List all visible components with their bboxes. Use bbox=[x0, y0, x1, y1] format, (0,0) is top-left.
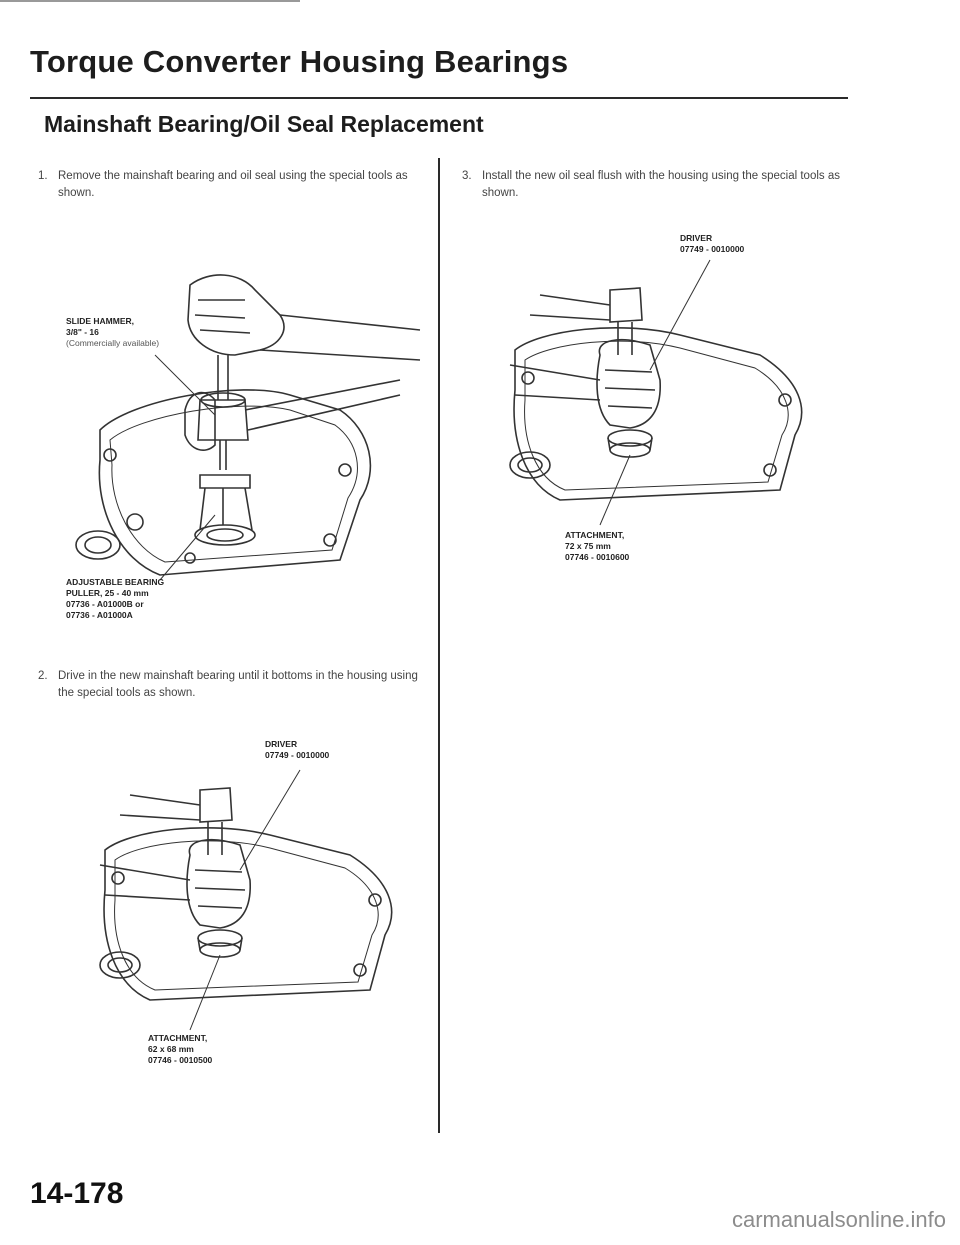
figure-seal-install bbox=[509, 259, 803, 526]
callout-name: ATTACHMENT, bbox=[148, 1033, 208, 1043]
driver-callout: DRIVER 07749 - 0010000 bbox=[265, 739, 329, 761]
slide-hammer-callout: SLIDE HAMMER, 3/8" - 16 (Commercially av… bbox=[66, 316, 159, 349]
step-2: 2. Drive in the new mainshaft bearing un… bbox=[38, 668, 418, 702]
step-text: Drive in the new mainshaft bearing until… bbox=[58, 670, 418, 699]
driver-callout: DRIVER 07749 - 0010000 bbox=[680, 233, 744, 255]
step-text: Install the new oil seal flush with the … bbox=[482, 170, 840, 199]
attachment-callout: ATTACHMENT, 72 x 75 mm 07746 - 0010600 bbox=[565, 530, 629, 563]
title-rule bbox=[30, 97, 848, 99]
step-1: 1. Remove the mainshaft bearing and oil … bbox=[38, 168, 408, 202]
callout-spec: 62 x 68 mm bbox=[148, 1044, 194, 1054]
page-number: 14-178 bbox=[30, 1177, 124, 1210]
figure-bearing-removal bbox=[75, 274, 421, 581]
callout-note: (Commercially available) bbox=[66, 338, 160, 348]
scan-edge-mark bbox=[0, 0, 300, 2]
step-number: 3. bbox=[462, 170, 472, 182]
callout-spec: PULLER, 25 - 40 mm bbox=[66, 588, 149, 598]
callout-name: ADJUSTABLE BEARING bbox=[66, 577, 165, 587]
bearing-puller-callout: ADJUSTABLE BEARING PULLER, 25 - 40 mm 07… bbox=[66, 577, 164, 621]
column-divider bbox=[438, 158, 440, 1133]
callout-name: DRIVER bbox=[680, 233, 713, 243]
watermark: carmanualsonline.info bbox=[731, 1207, 946, 1232]
callout-part-number: 07746 - 0010500 bbox=[148, 1055, 213, 1065]
callout-part-number: 07736 - A01000B or bbox=[66, 599, 144, 609]
callout-name: DRIVER bbox=[265, 739, 298, 749]
step-number: 2. bbox=[38, 670, 48, 682]
callout-name: ATTACHMENT, bbox=[565, 530, 625, 540]
step-text: Remove the mainshaft bearing and oil sea… bbox=[58, 170, 408, 199]
callout-part-number: 07736 - A01000A bbox=[66, 610, 133, 620]
callout-spec: 3/8" - 16 bbox=[66, 327, 99, 337]
callout-part-number: 07746 - 0010600 bbox=[565, 552, 630, 562]
callout-name: SLIDE HAMMER, bbox=[66, 316, 134, 326]
step-3: 3. Install the new oil seal flush with t… bbox=[462, 168, 842, 202]
callout-part-number: 07749 - 0010000 bbox=[265, 750, 330, 760]
step-number: 1. bbox=[38, 170, 48, 182]
callout-part-number: 07749 - 0010000 bbox=[680, 244, 745, 254]
figure-bearing-install bbox=[99, 769, 393, 1031]
attachment-callout: ATTACHMENT, 62 x 68 mm 07746 - 0010500 bbox=[148, 1033, 212, 1066]
callout-spec: 72 x 75 mm bbox=[565, 541, 611, 551]
section-subtitle: Mainshaft Bearing/Oil Seal Replacement bbox=[44, 111, 484, 137]
page-title: Torque Converter Housing Bearings bbox=[30, 44, 569, 79]
